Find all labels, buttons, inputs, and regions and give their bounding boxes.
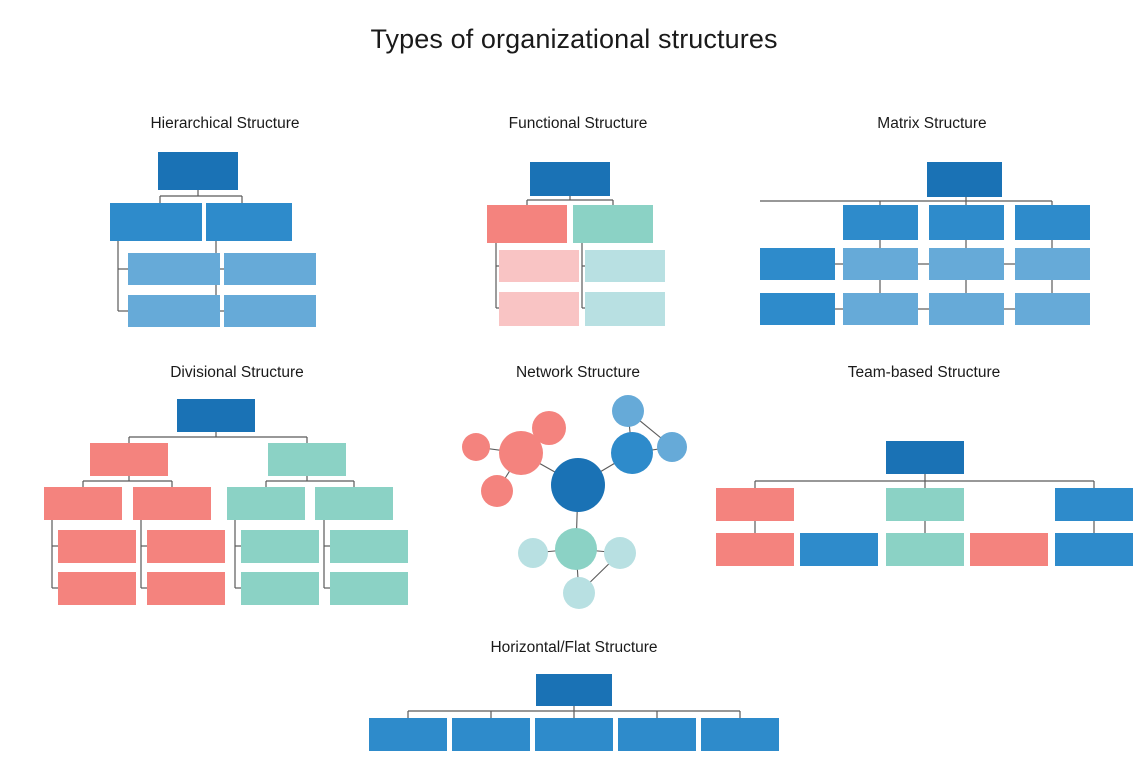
matrix-node-col3-r3[interactable] <box>1015 293 1090 325</box>
network-circle-hub-center[interactable] <box>551 458 605 512</box>
divisional-node-a-sub2[interactable] <box>133 487 211 520</box>
team-based-node-team-b[interactable] <box>886 488 964 521</box>
team-based-node-member-1[interactable] <box>716 533 794 566</box>
matrix-node-col1-r2[interactable] <box>843 248 918 280</box>
functional-node-sub-left-1[interactable] <box>499 250 579 282</box>
matrix-node-row2-lbl[interactable] <box>760 293 835 325</box>
hierarchical-node-level2-right[interactable] <box>206 203 292 241</box>
horizontal-flat-node-unit-4[interactable] <box>618 718 696 751</box>
team-based-node-root[interactable] <box>886 441 964 474</box>
team-based-node-team-c[interactable] <box>1055 488 1133 521</box>
horizontal-flat-node-unit-3[interactable] <box>535 718 613 751</box>
hierarchical-node-level3-c[interactable] <box>128 295 220 327</box>
matrix-node-root[interactable] <box>927 162 1002 197</box>
divisional-node-b2-leaf1[interactable] <box>330 530 408 563</box>
divisional-node-div-b[interactable] <box>268 443 346 476</box>
divisional-node-a1-leaf2[interactable] <box>58 572 136 605</box>
horizontal-flat-node-root[interactable] <box>536 674 612 706</box>
matrix-node-col1-r3[interactable] <box>843 293 918 325</box>
team-based-node-team-a[interactable] <box>716 488 794 521</box>
network-circle-node-blue-rt[interactable] <box>657 432 687 462</box>
team-based-node-member-3[interactable] <box>886 533 964 566</box>
divisional-node-b1-leaf2[interactable] <box>241 572 319 605</box>
panel-title-matrix: Matrix Structure <box>877 115 987 132</box>
matrix-node-col1-r1[interactable] <box>843 205 918 240</box>
horizontal-flat-node-unit-5[interactable] <box>701 718 779 751</box>
hierarchical-node-level3-d[interactable] <box>224 295 316 327</box>
network-circle-node-blue-top[interactable] <box>612 395 644 427</box>
divisional-node-a1-leaf1[interactable] <box>58 530 136 563</box>
matrix-node-col2-r2[interactable] <box>929 248 1004 280</box>
team-based-node-member-5[interactable] <box>1055 533 1133 566</box>
network-circle-node-teal-lt[interactable] <box>518 538 548 568</box>
divisional-node-a-sub1[interactable] <box>44 487 122 520</box>
network-circle-hub-teal[interactable] <box>555 528 597 570</box>
page-title: Types of organizational structures <box>370 24 778 54</box>
hierarchical-node-root[interactable] <box>158 152 238 190</box>
horizontal-flat-node-unit-2[interactable] <box>452 718 530 751</box>
network-circle-node-red-top[interactable] <box>532 411 566 445</box>
divisional-node-a2-leaf2[interactable] <box>147 572 225 605</box>
functional-node-sub-right-2[interactable] <box>585 292 665 326</box>
panel-title-horizontal-flat: Horizontal/Flat Structure <box>490 639 658 656</box>
divisional-node-root[interactable] <box>177 399 255 432</box>
divisional-node-b-sub2[interactable] <box>315 487 393 520</box>
functional-node-dept-right[interactable] <box>573 205 653 243</box>
functional-node-dept-left[interactable] <box>487 205 567 243</box>
matrix-node-row1-lbl[interactable] <box>760 248 835 280</box>
horizontal-flat-node-unit-1[interactable] <box>369 718 447 751</box>
panel-title-team-based: Team-based Structure <box>847 364 1001 381</box>
hierarchical-node-level3-b[interactable] <box>224 253 316 285</box>
matrix-node-col3-r2[interactable] <box>1015 248 1090 280</box>
divisional-node-b2-leaf2[interactable] <box>330 572 408 605</box>
hierarchical-node-level3-a[interactable] <box>128 253 220 285</box>
divisional-node-a2-leaf1[interactable] <box>147 530 225 563</box>
functional-node-root[interactable] <box>530 162 610 196</box>
functional-node-sub-left-2[interactable] <box>499 292 579 326</box>
divisional-node-b1-leaf1[interactable] <box>241 530 319 563</box>
network-circle-node-teal-rt[interactable] <box>604 537 636 569</box>
team-based-node-member-2[interactable] <box>800 533 878 566</box>
matrix-node-col2-r3[interactable] <box>929 293 1004 325</box>
divisional-node-div-a[interactable] <box>90 443 168 476</box>
panel-title-functional: Functional Structure <box>508 115 648 132</box>
divisional-node-b-sub1[interactable] <box>227 487 305 520</box>
network-circle-node-red-bot[interactable] <box>481 475 513 507</box>
network-circle-node-teal-bot[interactable] <box>563 577 595 609</box>
matrix-node-col3-r1[interactable] <box>1015 205 1090 240</box>
panel-title-network: Network Structure <box>515 364 641 381</box>
matrix-node-col2-r1[interactable] <box>929 205 1004 240</box>
network-circle-hub-blue[interactable] <box>611 432 653 474</box>
panel-title-hierarchical: Hierarchical Structure <box>150 115 300 132</box>
hierarchical-node-level2-left[interactable] <box>110 203 202 241</box>
team-based-node-member-4[interactable] <box>970 533 1048 566</box>
network-circle-node-red-left[interactable] <box>462 433 490 461</box>
panel-title-divisional: Divisional Structure <box>170 364 304 381</box>
functional-node-sub-right-1[interactable] <box>585 250 665 282</box>
